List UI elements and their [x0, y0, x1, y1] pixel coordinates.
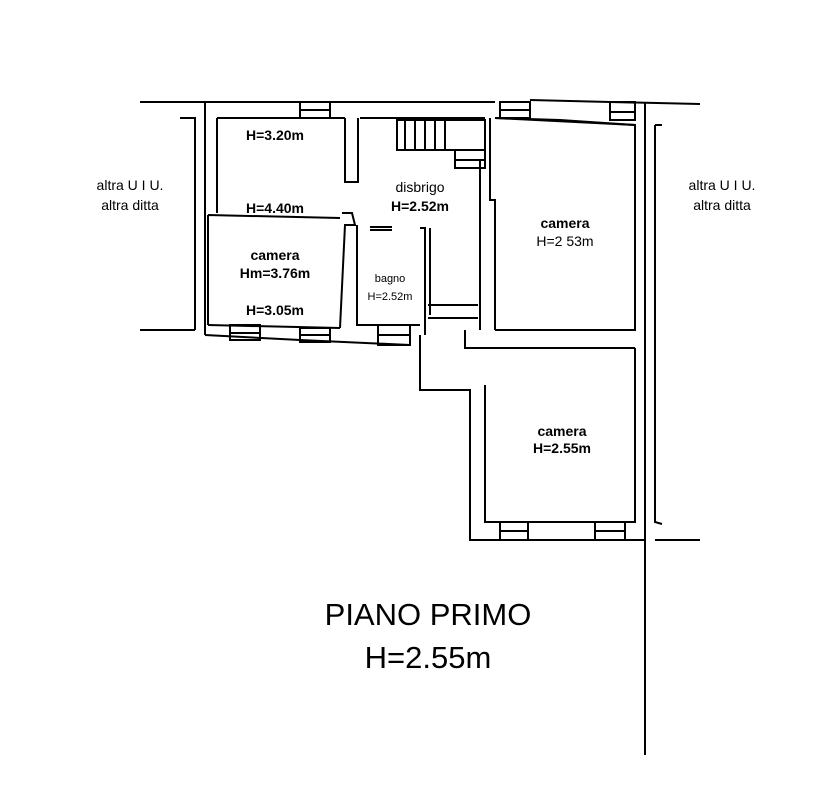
room-bagno-name: bagno: [375, 273, 406, 285]
plan-title-height: H=2.55m: [365, 640, 492, 675]
room-camera-lower-name: camera: [537, 423, 586, 439]
room-camera-right-height: H=2 53m: [536, 233, 593, 249]
room-camera-left-height: Hm=3.76m: [240, 265, 310, 281]
neighbor-right-line1: altra U I U.: [689, 177, 756, 193]
room-camera-left-name: camera: [250, 247, 299, 263]
neighbor-right-line2: altra ditta: [693, 197, 751, 213]
room-bagno-height: H=2.52m: [368, 291, 413, 303]
room-camera-right-name: camera: [540, 215, 589, 231]
room-camera-lower-height: H=2.55m: [533, 440, 591, 456]
room-camera-left-height-low: H=3.05m: [246, 302, 304, 318]
walls: [140, 99, 701, 755]
neighbor-label-right: altra U I U. altra ditta: [689, 177, 756, 213]
room-top-left-height1: H=3.20m: [246, 127, 304, 143]
neighbor-left-line1: altra U I U.: [97, 177, 164, 193]
room-disbrigo-name: disbrigo: [395, 179, 444, 195]
plan-title: PIANO PRIMO: [325, 597, 532, 632]
neighbor-left-line2: altra ditta: [101, 197, 159, 213]
room-top-left-height2: H=4.40m: [246, 200, 304, 216]
room-disbrigo-height: H=2.52m: [391, 198, 449, 214]
neighbor-label-left: altra U I U. altra ditta: [97, 177, 164, 213]
